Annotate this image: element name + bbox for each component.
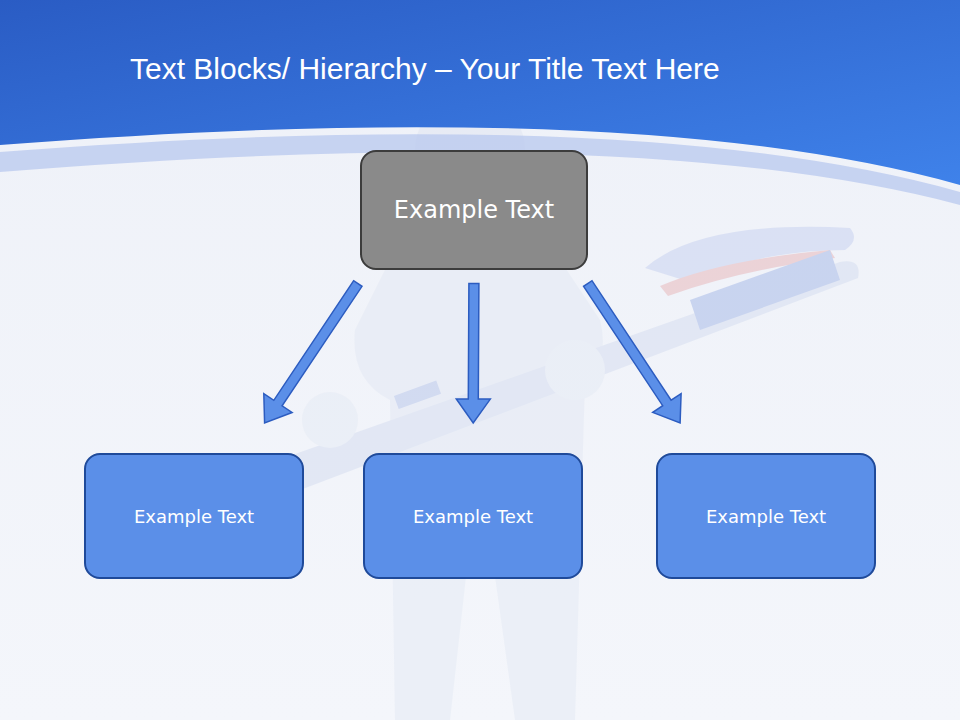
child-box: Example Text: [84, 453, 304, 579]
box-text: Example Text: [413, 506, 533, 527]
slide-title: Text Blocks/ Hierarchy – Your Title Text…: [130, 52, 720, 86]
child-box: Example Text: [656, 453, 876, 579]
box-text: Example Text: [394, 196, 554, 224]
block-arrow: [264, 281, 362, 423]
block-arrow: [456, 284, 490, 424]
block-arrow: [584, 281, 682, 423]
top-box: Example Text: [360, 150, 588, 270]
child-box: Example Text: [363, 453, 583, 579]
box-text: Example Text: [706, 506, 826, 527]
box-text: Example Text: [134, 506, 254, 527]
figure-illustration: [250, 95, 859, 720]
